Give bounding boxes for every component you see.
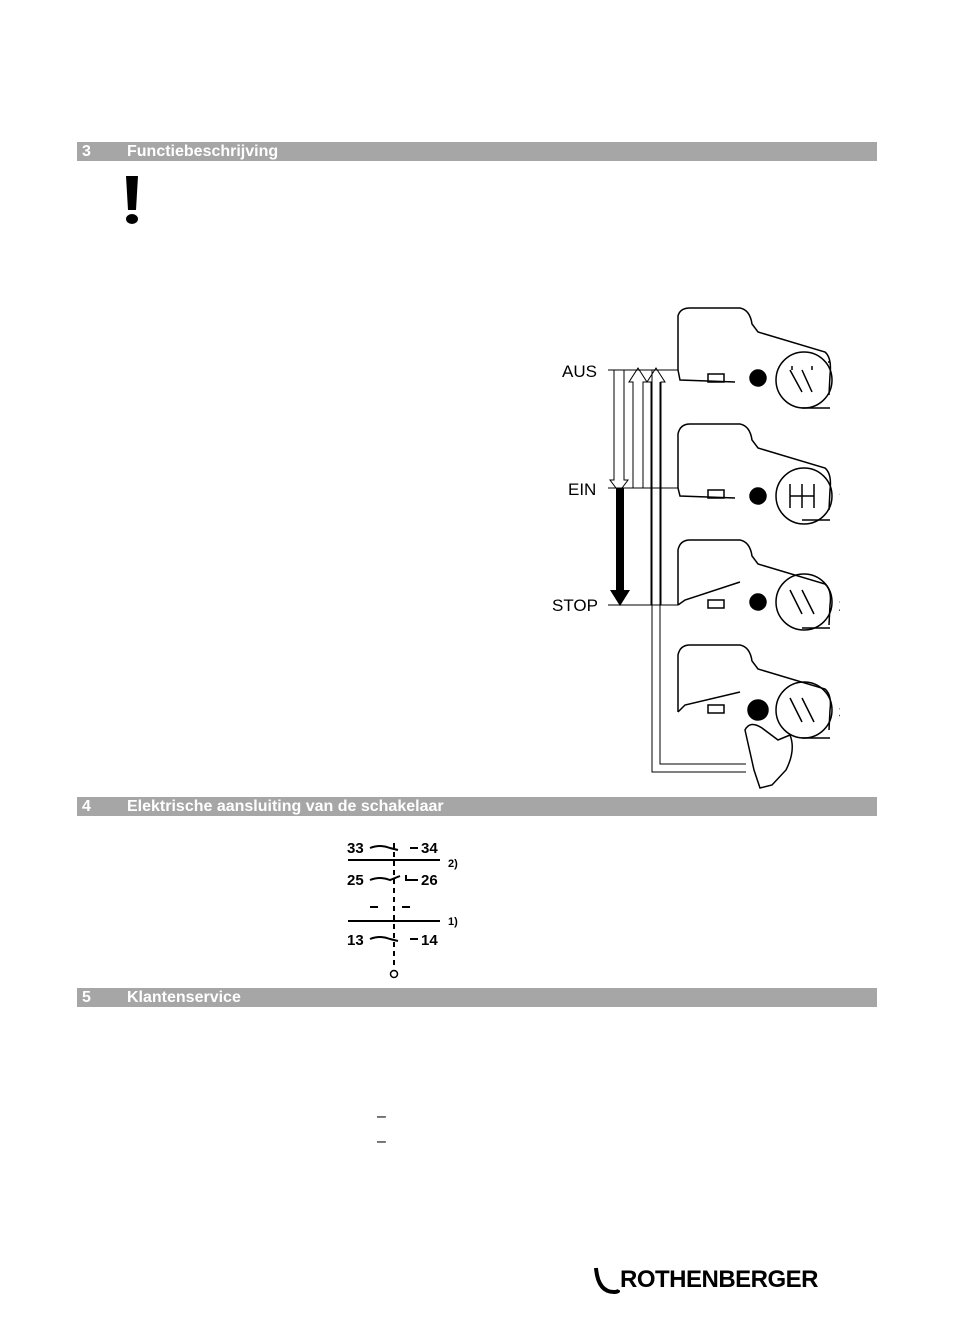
switch-state-ein	[677, 423, 833, 525]
arrow-return-path	[651, 370, 746, 773]
section-header-3: 3 Functiebeschrijving	[77, 142, 877, 161]
arrow-aus-to-ein	[609, 370, 629, 493]
section-title: Functiebeschrijving	[127, 143, 279, 160]
position-3: 3	[839, 703, 840, 722]
position-1: 1	[839, 480, 840, 499]
section-number: 5	[82, 989, 91, 1006]
terminal-13: 13	[347, 932, 364, 949]
section-title: Elektrische aansluiting van de schakelaa…	[127, 798, 444, 815]
section-title: Klantenservice	[127, 989, 241, 1006]
section-number: 3	[82, 143, 91, 160]
list-dash: –	[377, 1108, 386, 1125]
rothenberger-logo: ROTHENBERGER	[592, 1262, 819, 1298]
wiring-diagram: 33 34 25 26 13 14 2) 1)	[347, 840, 458, 979]
section-header-5: 5 Klantenservice	[77, 988, 877, 1007]
terminal-25: 25	[347, 872, 364, 889]
label-stop: STOP	[552, 596, 598, 615]
terminal-33: 33	[347, 840, 364, 857]
arrow-return-up-2	[646, 367, 666, 605]
section-header-4: 4 Elektrische aansluiting van de schakel…	[77, 797, 877, 816]
terminal-26: 26	[421, 872, 438, 889]
position-2: 2	[839, 596, 840, 615]
switch-state-aus	[677, 307, 833, 409]
terminal-34: 34	[421, 840, 438, 857]
switch-state-reset	[677, 644, 833, 789]
switch-function-figure: AUS EIN STOP	[552, 307, 840, 789]
logo-swoosh-icon	[594, 1267, 620, 1295]
brand-name: ROTHENBERGER	[620, 1266, 819, 1293]
arrow-return-up-1	[628, 367, 648, 488]
note-2: 2)	[448, 858, 458, 870]
label-aus: AUS	[562, 362, 597, 381]
terminal-14: 14	[421, 932, 438, 949]
warning-exclamation-icon	[126, 176, 138, 224]
switch-state-stop	[677, 539, 833, 631]
label-ein: EIN	[568, 480, 596, 499]
list-dash: –	[377, 1133, 386, 1150]
arrow-ein-to-stop	[610, 488, 630, 606]
section-number: 4	[82, 798, 91, 815]
note-1: 1)	[448, 916, 458, 928]
